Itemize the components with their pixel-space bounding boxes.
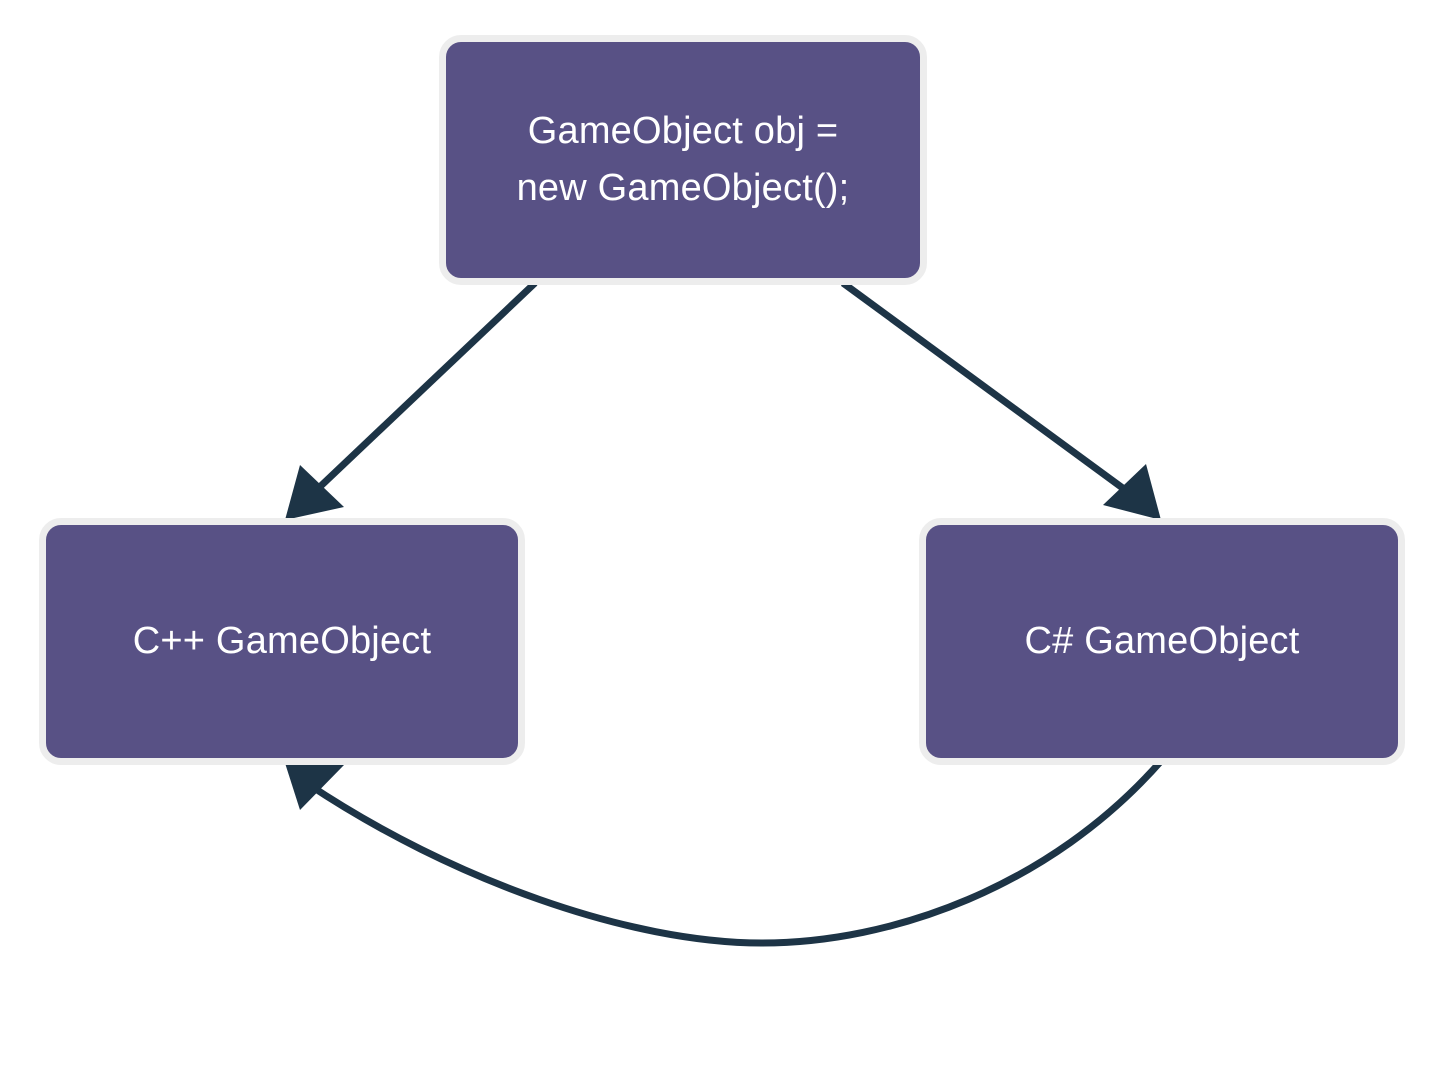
edge-root-to-cpp — [285, 280, 538, 520]
edge-root-to-cpp-line — [303, 280, 538, 503]
edge-root-to-csharp-arrowhead — [1103, 464, 1161, 520]
edge-csharp-to-cpp-arrowhead — [285, 763, 344, 810]
csharp-gameobject-node[interactable]: C# GameObject — [919, 518, 1405, 765]
edge-root-to-cpp-arrowhead — [285, 465, 344, 520]
cpp-gameobject-node[interactable]: C++ GameObject — [39, 518, 525, 765]
cpp-gameobject-node-label: C++ GameObject — [132, 620, 432, 662]
edge-csharp-to-cpp — [285, 757, 1165, 947]
gameobject-allocation-node[interactable]: GameObject obj = new GameObject(); — [439, 35, 927, 285]
edge-root-to-csharp-line — [840, 280, 1142, 503]
edge-root-to-csharp — [840, 280, 1161, 520]
csharp-gameobject-node-label: C# GameObject — [1024, 620, 1300, 662]
gameobject-allocation-node-label: GameObject obj = new GameObject(); — [516, 110, 850, 209]
edge-csharp-to-cpp-curve — [306, 757, 1165, 947]
